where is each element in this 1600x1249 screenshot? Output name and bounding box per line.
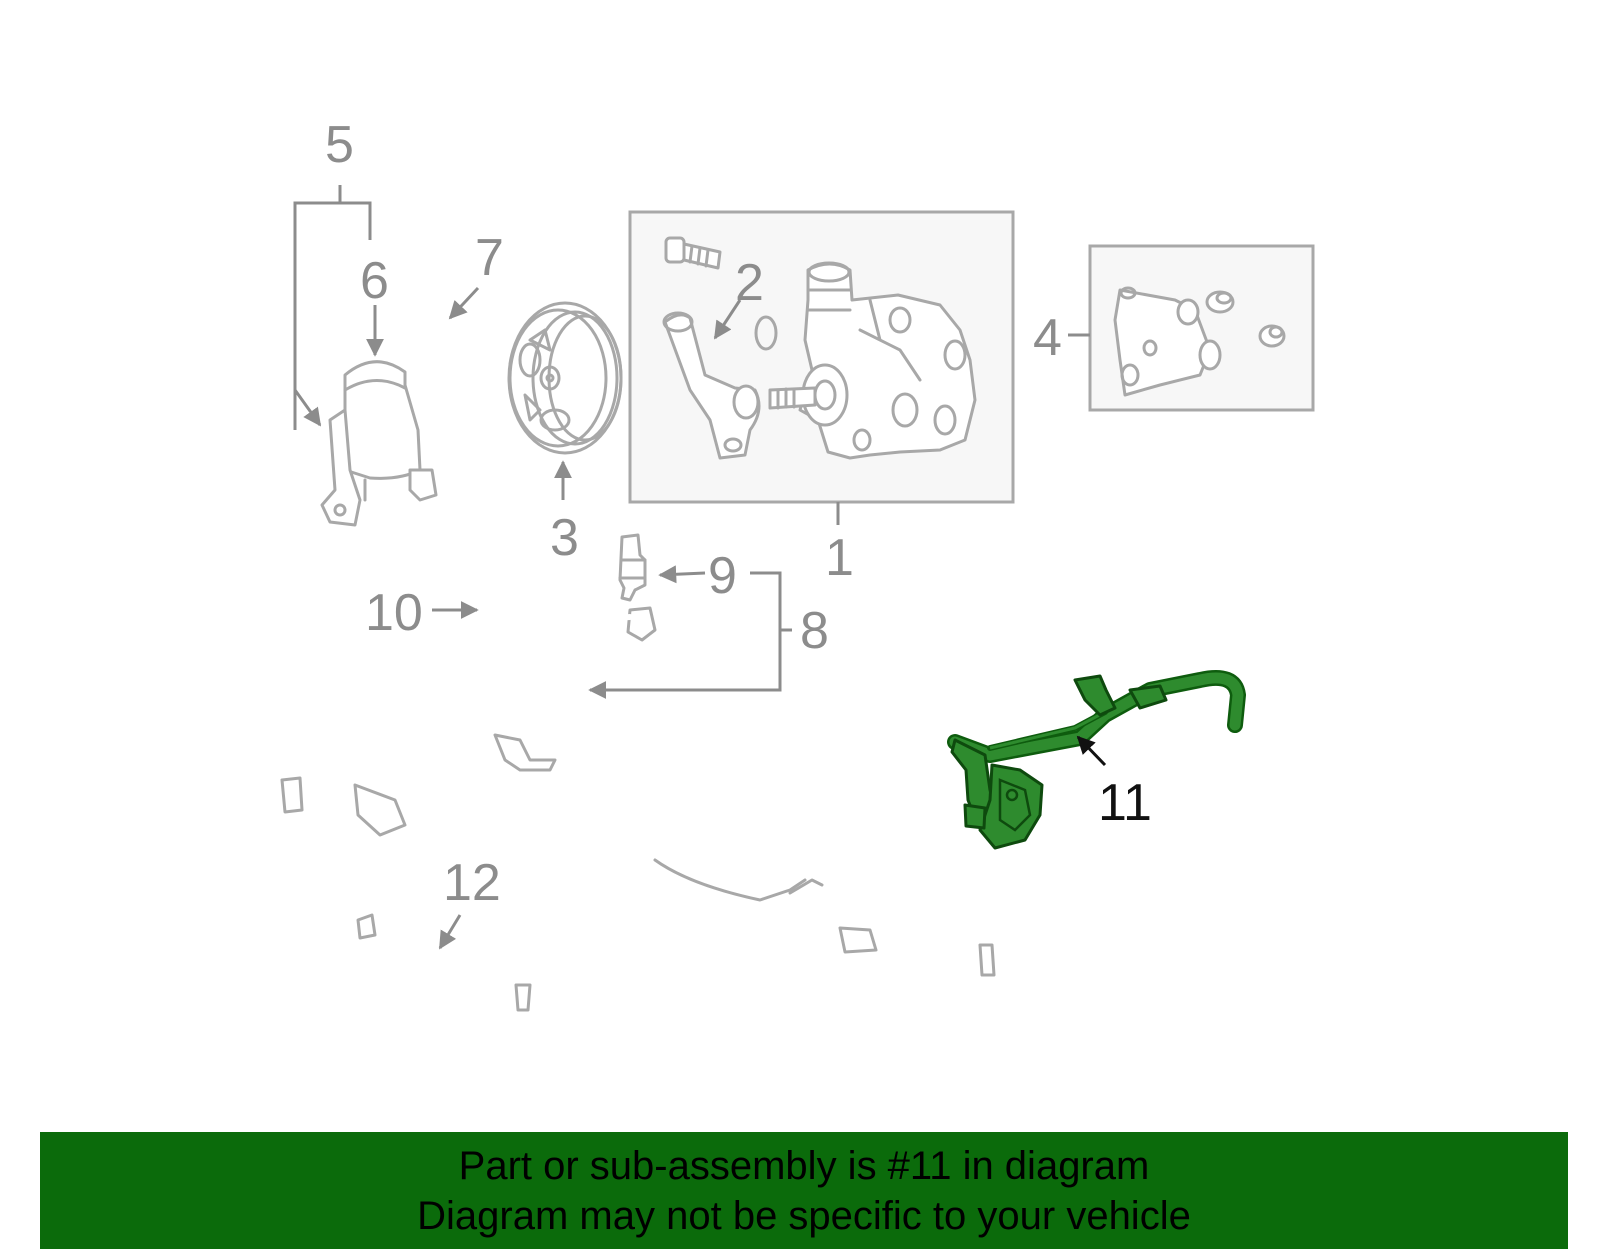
pressure-switch: [588, 533, 792, 699]
callout-6: 6: [360, 252, 389, 310]
banner-line-part: Part or sub-assembly is #11 in diagram: [458, 1143, 1150, 1188]
return-line: [280, 521, 557, 837]
parts-diagram: 5 6 7 2 4 3 1 9 8 10 12 11: [280, 116, 1315, 1012]
callout-9: 9: [708, 547, 737, 605]
reservoir-assembly: [293, 185, 438, 527]
pump-assembly: [628, 210, 1015, 525]
cooler-line: [331, 858, 562, 1012]
callout-5: 5: [325, 116, 354, 174]
info-banner: Part or sub-assembly is #11 in diagram D…: [40, 1132, 1568, 1249]
callout-10: 10: [365, 584, 423, 642]
highlighted-part-11: [947, 669, 1246, 850]
callout-7: 7: [475, 229, 504, 287]
callout-4: 4: [1033, 309, 1062, 367]
banner-line-disclaimer: Diagram may not be specific to your vehi…: [417, 1193, 1191, 1238]
callout-1: 1: [825, 529, 854, 587]
callout-3: 3: [550, 509, 579, 567]
callout-11: 11: [1098, 774, 1152, 832]
return-hose: [408, 286, 488, 495]
callout-12: 12: [443, 854, 501, 912]
callout-2: 2: [735, 254, 764, 312]
callout-8: 8: [800, 602, 829, 660]
pump-pulley: [507, 301, 623, 500]
pressure-hose: [577, 606, 996, 977]
bracket-box: [1068, 244, 1315, 412]
